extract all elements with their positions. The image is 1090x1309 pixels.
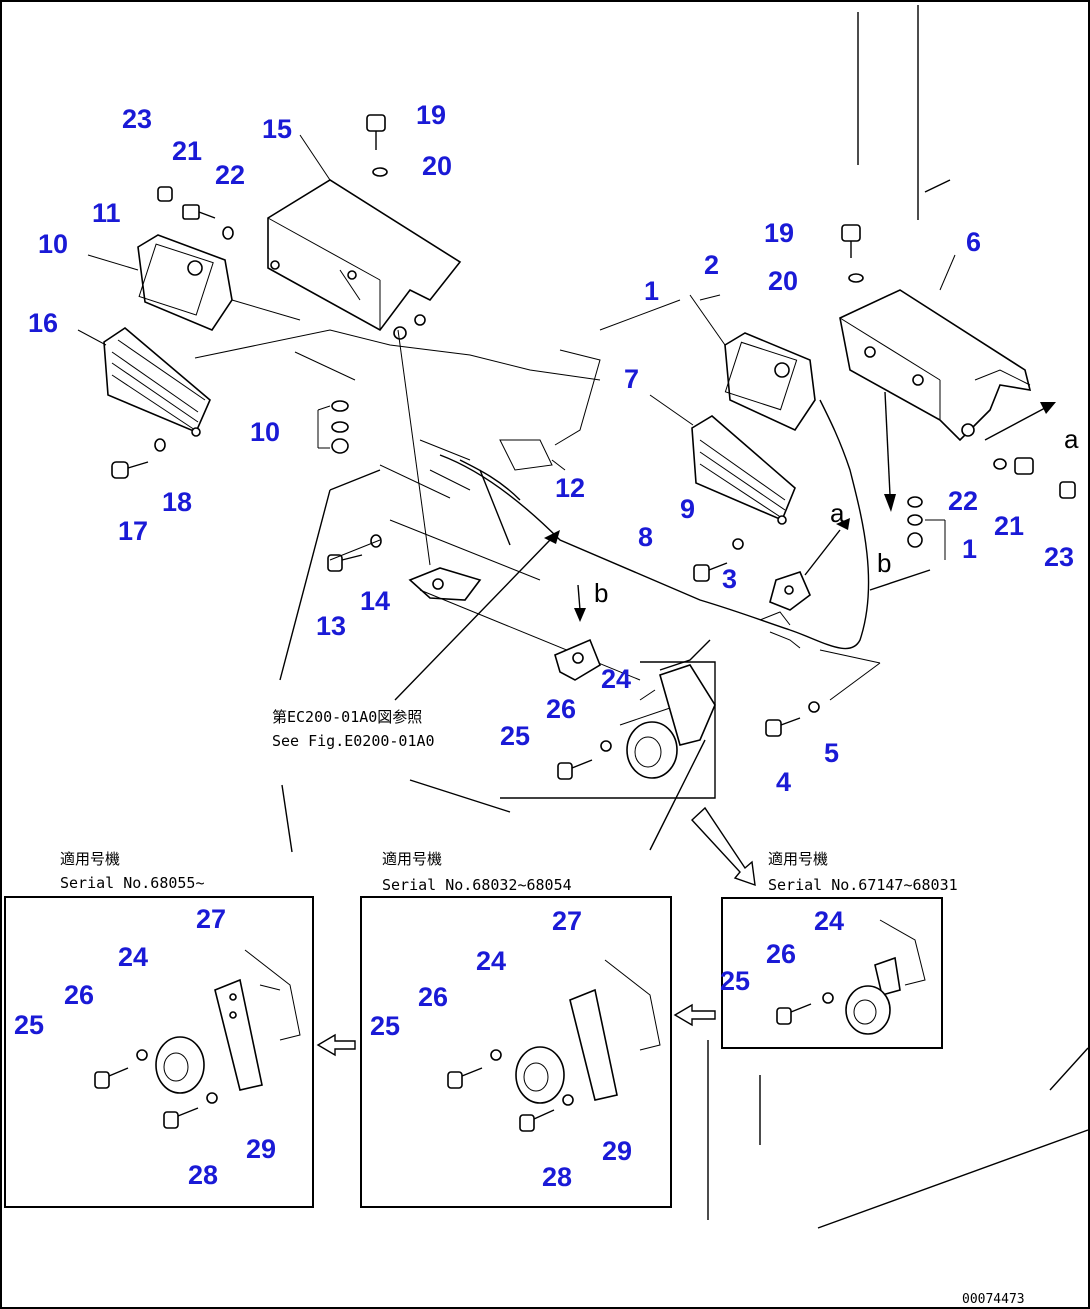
callout-25: 25 (500, 721, 530, 751)
callout-10: 10 (250, 417, 280, 447)
callout-17: 17 (118, 516, 148, 546)
callout-28: 28 (542, 1162, 572, 1192)
letter-b: b (594, 578, 608, 608)
callout-27: 27 (196, 904, 226, 934)
letter-b: b (877, 548, 891, 578)
detail-box-middle (360, 896, 672, 1208)
callout-25: 25 (720, 966, 750, 996)
serial-labels: 適用号機 Serial No.68055~ 適用号機 Serial No.680… (60, 850, 958, 894)
reference-note: 第EC200-01A0図参照 See Fig.E0200-01A0 (272, 708, 435, 750)
callout-12: 12 (555, 473, 585, 503)
letter-a: a (1064, 424, 1079, 454)
callout-26: 26 (766, 939, 796, 969)
serial-left-en: Serial No.68055~ (60, 874, 205, 892)
callout-20: 20 (422, 151, 452, 181)
callout-26: 26 (418, 982, 448, 1012)
callout-19: 19 (416, 100, 446, 130)
reference-note-jp: 第EC200-01A0図参照 (272, 708, 422, 726)
wiring-harness (194, 294, 870, 681)
left-work-lamp-assembly (103, 114, 482, 601)
callout-24: 24 (814, 906, 844, 936)
callout-1: 1 (962, 534, 977, 564)
horn-detail-middle (447, 959, 661, 1132)
callout-19: 19 (764, 218, 794, 248)
serial-left-jp: 適用号機 (60, 850, 120, 868)
serial-middle-jp: 適用号機 (382, 850, 442, 868)
detail-box-right (721, 897, 943, 1049)
callout-21: 21 (994, 511, 1024, 541)
drawing-id: 00074473 (962, 1292, 1025, 1307)
detail-box-left (4, 896, 314, 1208)
callout-21: 21 (172, 136, 202, 166)
callout-24: 24 (118, 942, 148, 972)
reference-letters: a a b b (594, 424, 1079, 608)
callout-26: 26 (64, 980, 94, 1010)
callout-25: 25 (370, 1011, 400, 1041)
reference-arrows (279, 391, 1056, 1057)
callout-13: 13 (316, 611, 346, 641)
horn-detail-left (94, 949, 301, 1129)
callout-10: 10 (38, 229, 68, 259)
callout-14: 14 (360, 586, 390, 616)
horn-assembly-main (500, 638, 716, 799)
callout-4: 4 (776, 767, 791, 797)
callout-15: 15 (262, 114, 292, 144)
callout-18: 18 (162, 487, 192, 517)
reference-note-en: See Fig.E0200-01A0 (272, 732, 435, 750)
serial-right-jp: 適用号機 (768, 850, 828, 868)
callout-9: 9 (680, 494, 695, 524)
callout-24: 24 (601, 664, 631, 694)
callout-25: 25 (14, 1010, 44, 1040)
callout-23: 23 (1044, 542, 1074, 572)
callout-20: 20 (768, 266, 798, 296)
callout-2: 2 (704, 250, 719, 280)
cab-outline (281, 5, 1089, 1229)
callout-23: 23 (122, 104, 152, 134)
callout-29: 29 (602, 1136, 632, 1166)
callout-24: 24 (476, 946, 506, 976)
callout-5: 5 (824, 738, 839, 768)
serial-right-en: Serial No.67147~68031 (768, 876, 958, 894)
callout-6: 6 (966, 227, 981, 257)
leader-lines (77, 134, 956, 701)
callout-1: 1 (644, 276, 659, 306)
callout-28: 28 (188, 1160, 218, 1190)
right-work-lamp-assembly (691, 224, 1076, 737)
callout-22: 22 (215, 160, 245, 190)
letter-a: a (830, 498, 845, 528)
callout-11: 11 (92, 198, 121, 228)
callout-26: 26 (546, 694, 576, 724)
serial-middle-en: Serial No.68032~68054 (382, 876, 572, 894)
callout-numbers: 23 21 22 15 19 20 11 10 16 10 12 17 18 1… (14, 100, 1074, 1192)
callout-8: 8 (638, 522, 653, 552)
callout-29: 29 (246, 1134, 276, 1164)
callout-16: 16 (28, 308, 58, 338)
callout-27: 27 (552, 906, 582, 936)
callout-22: 22 (948, 486, 978, 516)
callout-7: 7 (624, 364, 639, 394)
horn-detail-right (776, 919, 926, 1035)
callout-3: 3 (722, 564, 737, 594)
